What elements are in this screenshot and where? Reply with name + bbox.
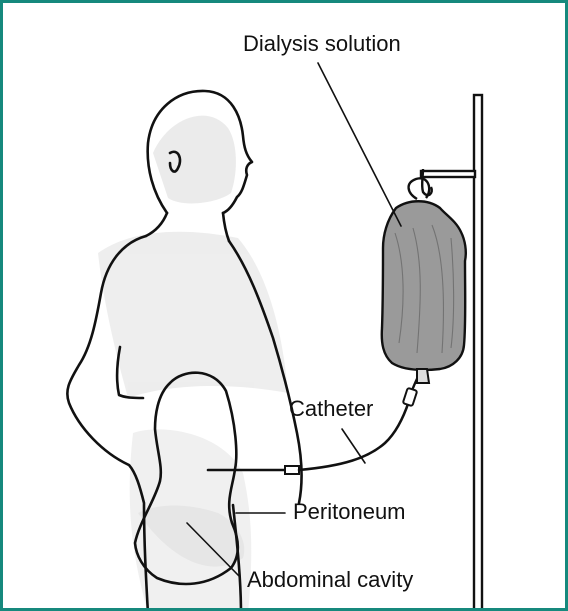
- label-abdominal-cavity: Abdominal cavity: [247, 567, 413, 592]
- iv-pole-arm: [421, 171, 475, 177]
- shading: [98, 116, 288, 611]
- label-dialysis-solution: Dialysis solution: [243, 31, 401, 56]
- catheter-leader: [342, 429, 365, 463]
- tube-connector: [403, 388, 417, 406]
- catheter-cuff: [285, 466, 299, 474]
- head-shade: [153, 116, 236, 204]
- bag-hanger: [409, 178, 430, 199]
- label-catheter: Catheter: [289, 396, 373, 421]
- peritoneal-dialysis-illustration: Dialysis solution Catheter Peritoneum Ab…: [3, 3, 568, 611]
- dialysis-solution-leader: [318, 63, 401, 226]
- dialysis-bag: [382, 201, 466, 383]
- bag-outlet: [417, 369, 429, 383]
- label-peritoneum: Peritoneum: [293, 499, 406, 524]
